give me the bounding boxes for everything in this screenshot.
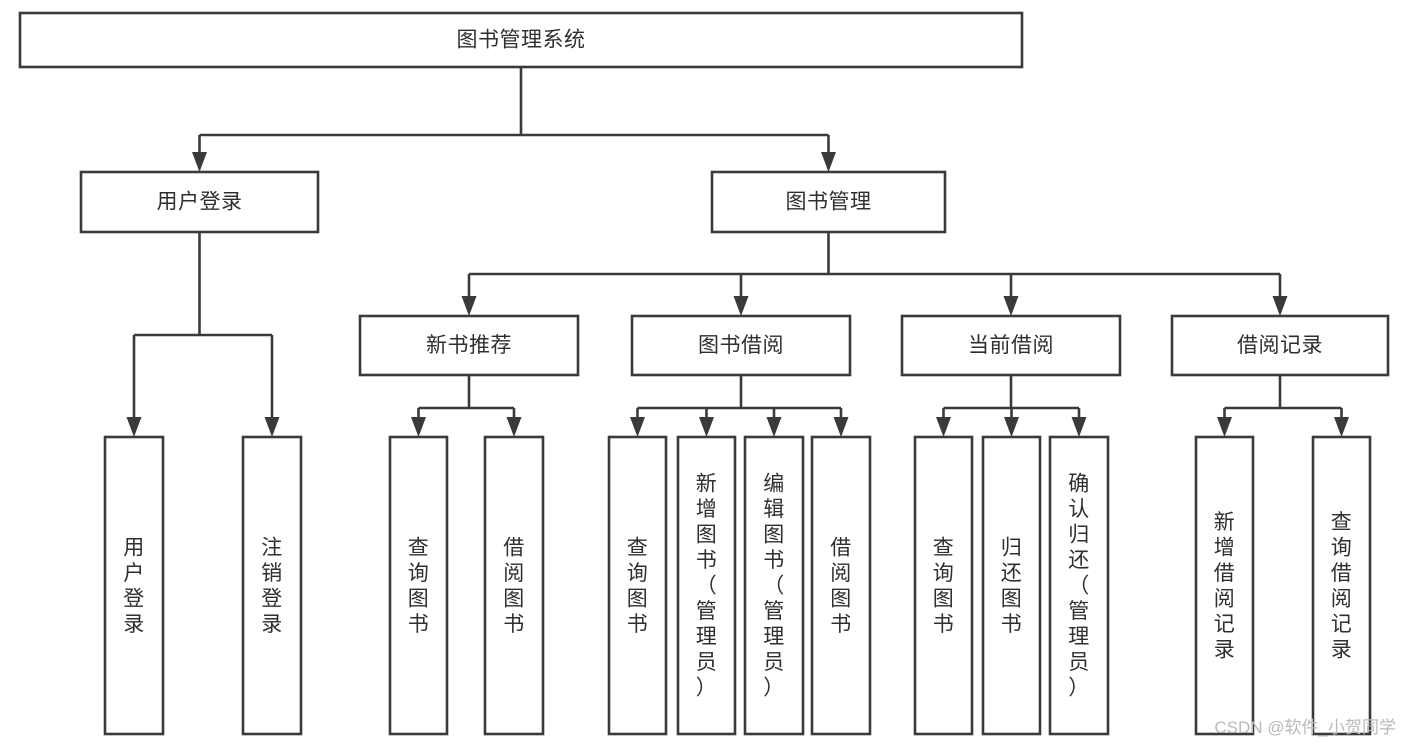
node-label: 编辑图书（管理员）: [763, 473, 785, 700]
arrow-head-icon: [461, 296, 477, 316]
node-box: [1048, 435, 1110, 736]
node-box: [1170, 314, 1390, 377]
node-book-borrow[interactable]: 图书借阅: [630, 314, 852, 377]
arrow-head-icon: [936, 417, 951, 437]
node-box: [810, 435, 872, 736]
node-label: 查询借阅记录: [1331, 511, 1353, 662]
node-new-book-rec[interactable]: 新书推荐: [358, 314, 580, 377]
node-label: 图书管理系统: [457, 29, 586, 52]
node-leaf-add-book-admin[interactable]: 新增图书（管理员）: [676, 435, 737, 736]
arrow-head-icon: [1071, 417, 1087, 437]
csdn-watermark: CSDN @软件_小贺同学: [1214, 718, 1396, 737]
arrow-head-icon: [699, 417, 714, 437]
node-user-login[interactable]: 用户登录: [79, 170, 320, 234]
arrow-head-icon: [733, 296, 749, 316]
node-label: 新增借阅记录: [1214, 511, 1236, 662]
node-root[interactable]: 图书管理系统: [18, 11, 1024, 69]
node-label: 借阅记录: [1237, 334, 1323, 357]
node-leaf-edit-book-admin[interactable]: 编辑图书（管理员）: [743, 435, 805, 736]
arrow-head-icon: [833, 417, 849, 437]
node-label: 查询图书: [933, 536, 955, 636]
node-box: [710, 170, 947, 234]
arrow-head-icon: [821, 152, 836, 172]
node-box: [607, 435, 668, 736]
node-label: 确认归还（管理员）: [1068, 473, 1090, 700]
node-box: [743, 435, 805, 736]
node-borrow-record[interactable]: 借阅记录: [1170, 314, 1390, 377]
node-label: 图书借阅: [698, 334, 784, 357]
node-label: 图书管理: [786, 191, 872, 214]
arrow-head-icon: [506, 417, 522, 437]
arrow-head-icon: [1272, 296, 1288, 316]
node-box: [103, 435, 165, 736]
node-box: [676, 435, 737, 736]
arrow-head-icon: [1217, 417, 1232, 437]
node-box: [900, 314, 1122, 377]
arrow-head-icon: [1003, 296, 1019, 316]
node-leaf-add-borrow-record[interactable]: 新增借阅记录: [1194, 435, 1255, 736]
node-label: 当前借阅: [968, 334, 1054, 357]
arrow-head-icon: [192, 152, 207, 172]
node-label: 查询图书: [627, 536, 649, 636]
node-leaf-query-book-borrow[interactable]: 查询图书: [607, 435, 668, 736]
node-label: 借阅图书: [503, 536, 525, 636]
node-current-borrow[interactable]: 当前借阅: [900, 314, 1122, 377]
node-leaf-query-borrow-record[interactable]: 查询借阅记录: [1311, 435, 1372, 736]
node-label: 新增图书（管理员）: [696, 473, 718, 700]
arrow-head-icon: [1004, 417, 1019, 437]
node-label: 用户登录: [157, 191, 243, 214]
arrow-head-icon: [630, 417, 645, 437]
node-label: 注销登录: [261, 536, 283, 636]
node-leaf-return-book[interactable]: 归还图书: [981, 435, 1042, 736]
arrow-head-icon: [1334, 417, 1349, 437]
node-box: [18, 11, 1024, 69]
node-box: [388, 435, 449, 736]
node-leaf-user-login[interactable]: 用户登录: [103, 435, 165, 736]
node-label: 查询图书: [408, 536, 430, 636]
node-leaf-borrow-book[interactable]: 借阅图书: [810, 435, 872, 736]
node-box: [630, 314, 852, 377]
node-box: [1311, 435, 1372, 736]
connectors-layer: [126, 67, 1349, 437]
node-box: [358, 314, 580, 377]
node-box: [79, 170, 320, 234]
nodes-layer: 图书管理系统用户登录图书管理新书推荐图书借阅当前借阅借阅记录用户登录注销登录查询…: [18, 11, 1390, 736]
arrow-head-icon: [411, 417, 426, 437]
node-label: 用户登录: [123, 536, 145, 636]
node-label: 新书推荐: [426, 334, 512, 357]
node-leaf-query-book-current[interactable]: 查询图书: [913, 435, 974, 736]
node-label: 借阅图书: [830, 536, 852, 636]
node-leaf-query-book-rec[interactable]: 查询图书: [388, 435, 449, 736]
node-box: [241, 435, 303, 736]
node-leaf-logout-login[interactable]: 注销登录: [241, 435, 303, 736]
arrow-head-icon: [264, 417, 280, 437]
node-book-manage[interactable]: 图书管理: [710, 170, 947, 234]
node-label: 归还图书: [1001, 536, 1023, 636]
node-box: [981, 435, 1042, 736]
node-leaf-confirm-return-admin[interactable]: 确认归还（管理员）: [1048, 435, 1110, 736]
node-box: [913, 435, 974, 736]
arrow-head-icon: [126, 417, 142, 437]
node-leaf-borrow-book-rec[interactable]: 借阅图书: [483, 435, 545, 736]
arrow-head-icon: [766, 417, 782, 437]
node-box: [1194, 435, 1255, 736]
node-box: [483, 435, 545, 736]
